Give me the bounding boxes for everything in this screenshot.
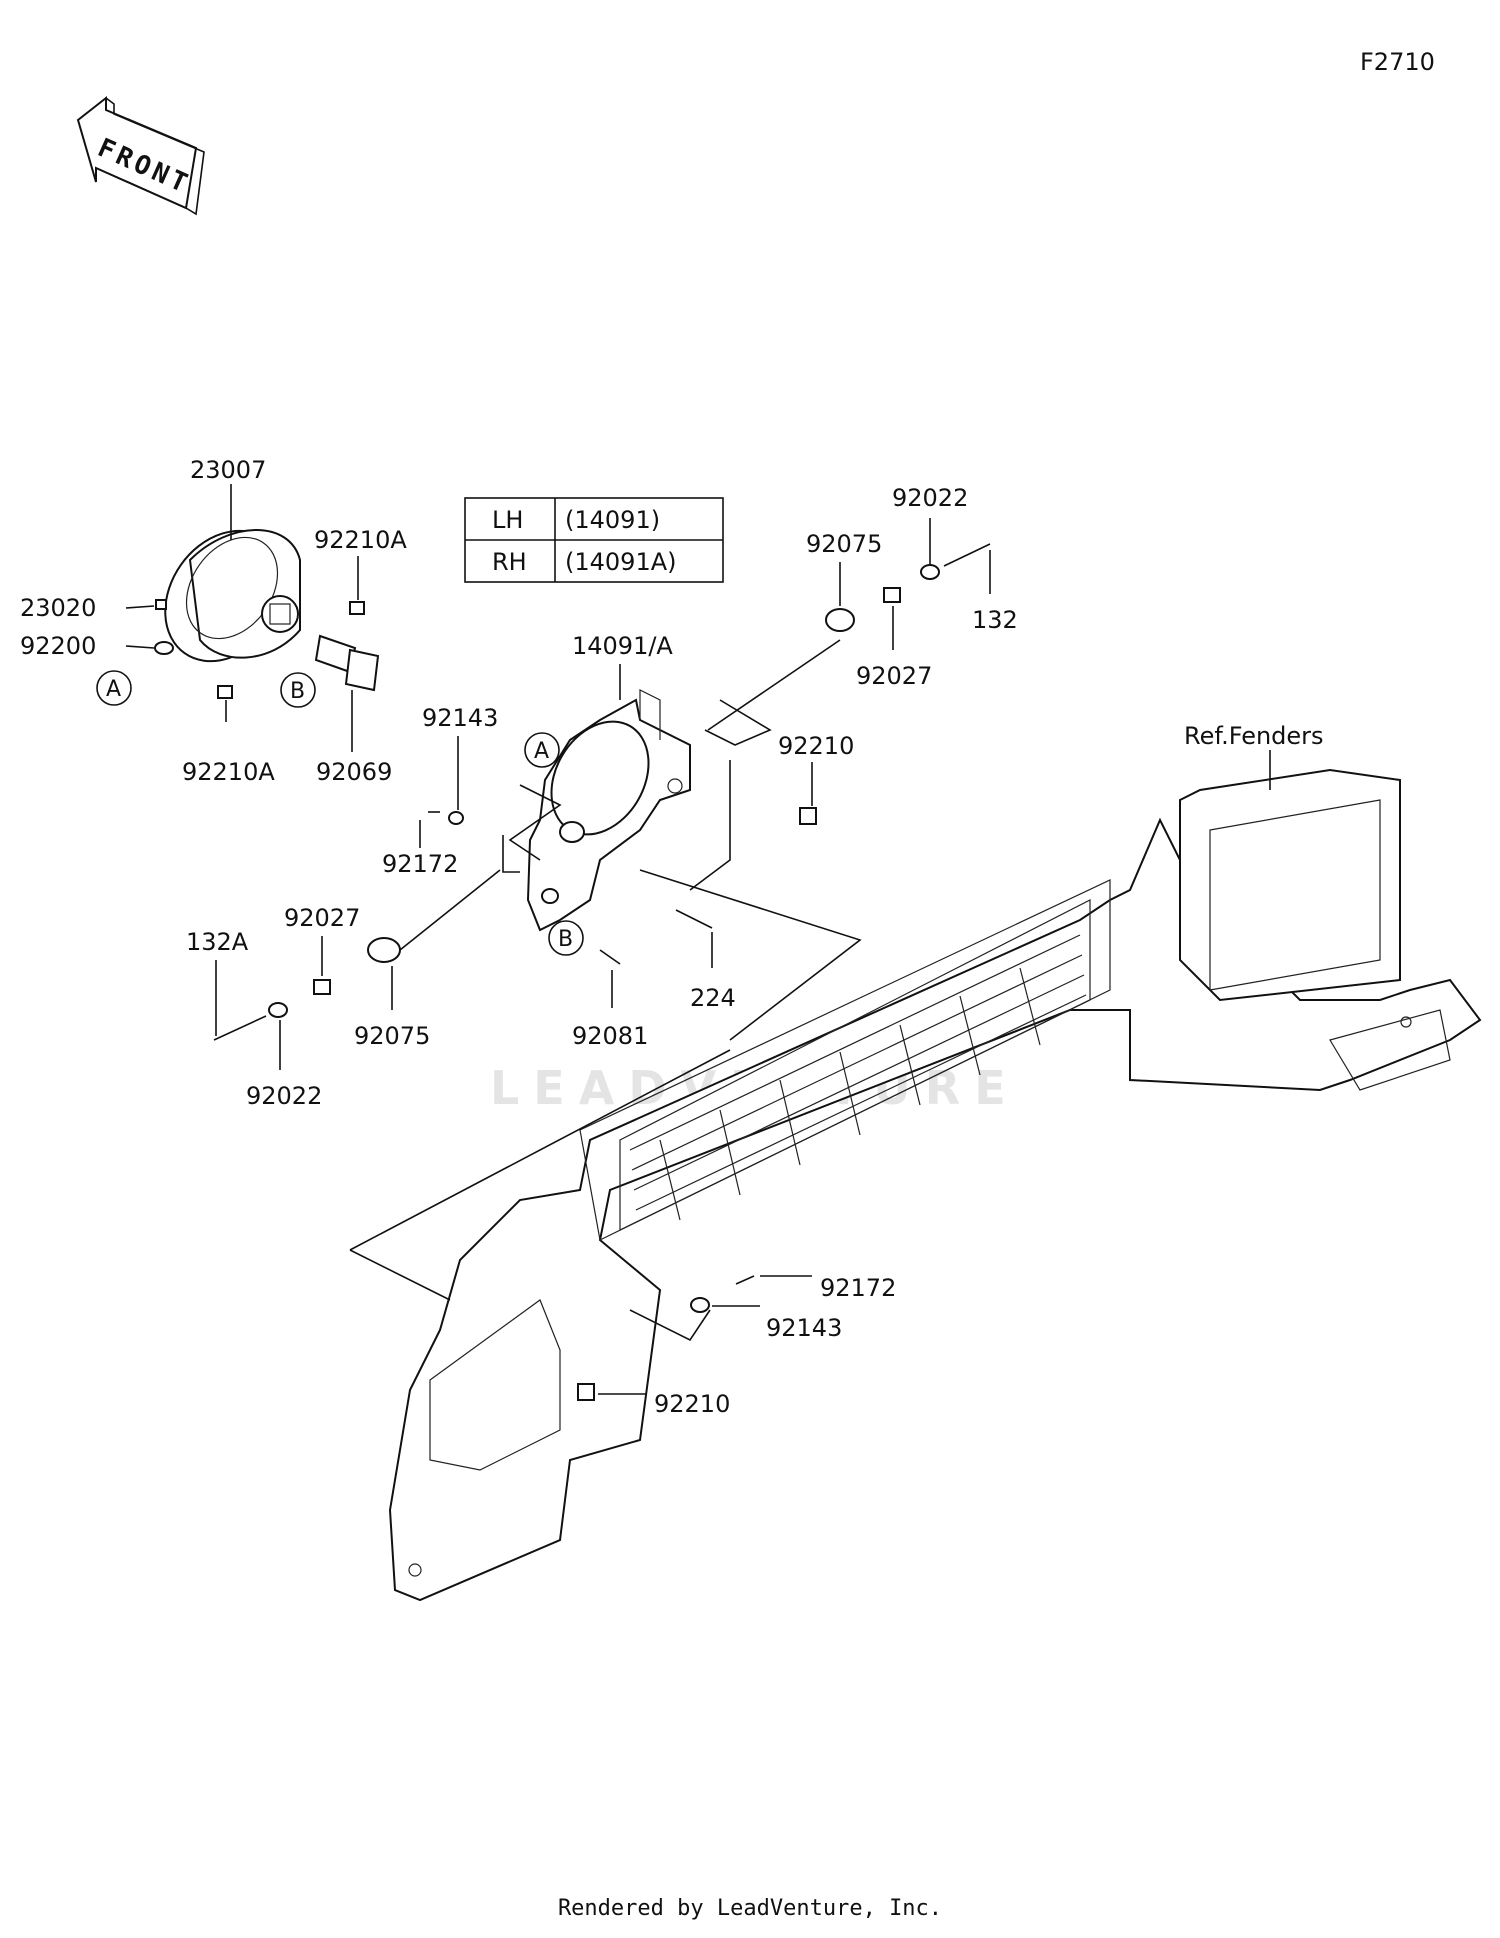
grommet-92075-bottom: [367, 937, 401, 963]
screw-224: [675, 909, 713, 929]
label-92075-bottom: 92075: [354, 1022, 430, 1050]
svg-text:B: B: [558, 927, 573, 952]
clip-92210-bottom: [577, 1383, 595, 1401]
washer-92200: [154, 641, 174, 655]
headlight-bracket: [526, 689, 691, 932]
svg-text:A: A: [106, 677, 121, 702]
label-92143-top: 92143: [422, 704, 498, 732]
bolt-132: [943, 543, 991, 567]
headlight-assembly: [164, 529, 380, 692]
footer-credit: Rendered by LeadVenture, Inc.: [557, 1896, 943, 1921]
label-92022-bottom: 92022: [246, 1082, 322, 1110]
label-92027-top: 92027: [856, 662, 932, 690]
label-132a: 132A: [186, 928, 249, 956]
label-23007: 23007: [190, 456, 266, 484]
label-132: 132: [972, 606, 1018, 634]
label-92200: 92200: [20, 632, 96, 660]
clip-92210a-top: [349, 601, 365, 615]
figure-code: F2710: [1360, 48, 1435, 76]
label-92210-bottom: 92210: [654, 1390, 730, 1418]
label-92022-top: 92022: [892, 484, 968, 512]
label-92081: 92081: [572, 1022, 648, 1050]
label-92143-bottom: 92143: [766, 1314, 842, 1342]
label-92069: 92069: [316, 758, 392, 786]
washer-92022-top: [920, 564, 940, 580]
callout-a-right: A: [524, 732, 560, 768]
front-grille-panel: [388, 768, 1482, 1602]
svg-text:A: A: [534, 739, 549, 764]
collar-92027-top: [883, 587, 901, 603]
label-92210a-top: 92210A: [314, 526, 407, 554]
clip-92210a-bottom: [217, 685, 233, 699]
washer-92143-top: [448, 811, 464, 825]
label-224: 224: [690, 984, 736, 1012]
washer-92143-bottom: [690, 1297, 710, 1313]
washer-92022-bottom: [268, 1002, 288, 1018]
callout-a-left: A: [96, 670, 132, 706]
svg-text:B: B: [290, 679, 305, 704]
leader-lines: [125, 484, 1271, 1395]
label-92210a-bottom: 92210A: [182, 758, 275, 786]
bulb-socket-23020: [155, 599, 167, 610]
screw-92172-bottom: [735, 1275, 755, 1285]
table-rh-part: (14091A): [565, 548, 677, 576]
label-92172-bottom: 92172: [820, 1274, 896, 1302]
grommet-92075-top: [825, 608, 855, 632]
table-lh-label: LH: [492, 506, 523, 534]
collar-92027-bottom: [313, 979, 331, 995]
label-92075-top: 92075: [806, 530, 882, 558]
label-14091a: 14091/A: [572, 632, 673, 660]
front-arrow-icon: FRONT: [76, 95, 205, 216]
table-rh-label: RH: [492, 548, 527, 576]
clip-92210-top: [799, 807, 817, 825]
label-92210-top: 92210: [778, 732, 854, 760]
label-ref-fenders: Ref.Fenders: [1184, 722, 1324, 750]
lh-rh-table: LH (14091) RH (14091A): [464, 497, 724, 583]
bolt-132a: [213, 1015, 267, 1041]
spring-92081: [599, 949, 621, 965]
callout-b-right: B: [548, 920, 584, 956]
label-23020: 23020: [20, 594, 96, 622]
table-lh-part: (14091): [565, 506, 660, 534]
callout-b-left: B: [280, 672, 316, 708]
label-92027-bottom: 92027: [284, 904, 360, 932]
label-92172-top: 92172: [382, 850, 458, 878]
